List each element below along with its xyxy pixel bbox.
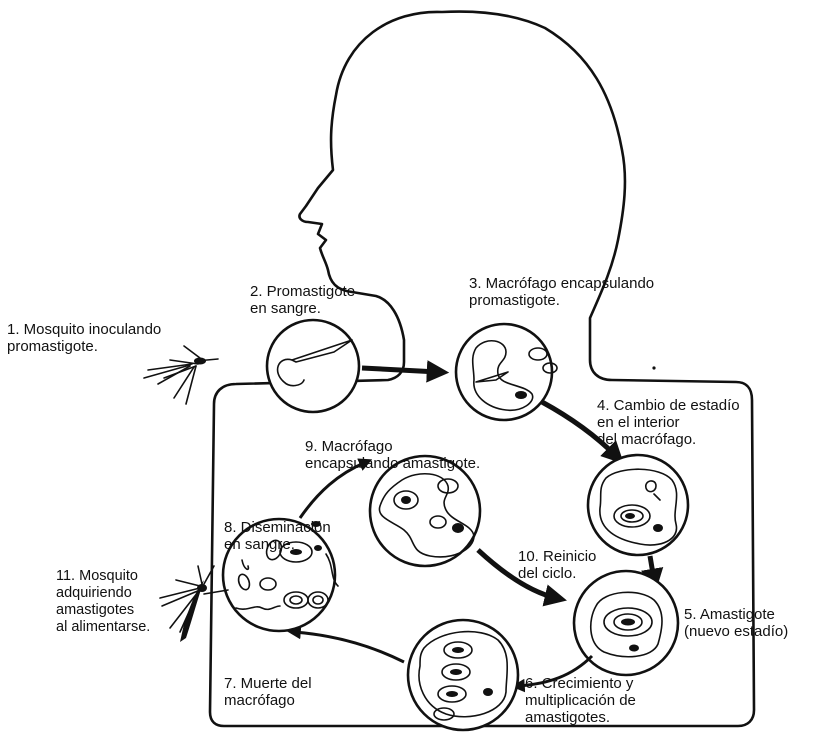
cell-macrophage-engulfing [456,324,557,420]
cell-multiplication [408,620,518,730]
label-step-8: 8. Diseminación en sangre. [224,519,331,553]
cell-stage-change [588,455,688,555]
dot-mark [652,366,655,369]
label-step-4: 4. Cambio de estadío en el interior del … [597,397,740,448]
label-step-5: 5. Amastigote (nuevo estadío) [684,606,788,640]
label-step-2: 2. Promastigote en sangre. [250,283,355,317]
arrow-6-to-7 [294,632,404,662]
arrow-2-to-3 [362,368,438,372]
label-step-3: 3. Macrófago encapsulando promastigote. [469,275,654,309]
label-step-7: 7. Muerte del macrófago [224,675,312,709]
label-step-9: 9. Macrófago encapsulando amastigote. [305,438,480,472]
label-step-1: 1. Mosquito inoculando promastigote. [7,321,161,355]
label-step-11: 11. Mosquito adquiriendo amastigotes al … [56,568,150,636]
label-step-10: 10. Reinicio del ciclo. [518,548,596,582]
mosquito-feeding [160,566,228,642]
cell-macrophage-amastigote [370,456,480,566]
cell-promastigote [267,320,359,412]
label-step-6: 6. Crecimiento y multiplicación de amast… [525,675,636,726]
